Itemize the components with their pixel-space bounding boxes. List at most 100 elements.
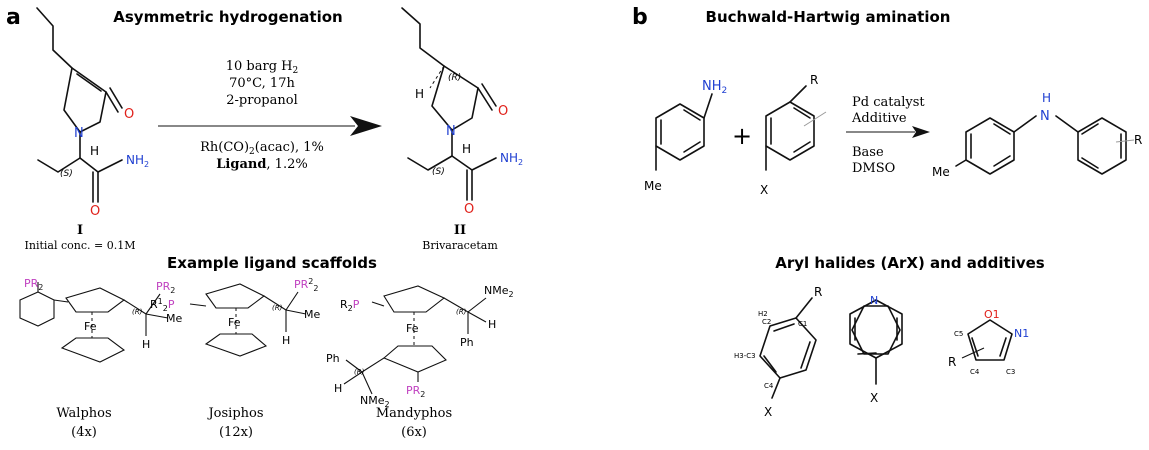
mandyphos-ph1: Ph	[460, 336, 474, 349]
mandyphos-structure	[343, 285, 487, 395]
condition-ligand: Ligand, 1.2%	[216, 157, 307, 172]
aryl-halide-x: X	[760, 183, 768, 197]
josiphos-count: (12x)	[219, 425, 253, 440]
plus-sign: +	[732, 122, 752, 150]
josiphos-name: Josiphos	[206, 406, 263, 421]
product-ring-oxygen: O	[498, 104, 508, 119]
pyridine-nitrogen: N	[870, 294, 878, 307]
walphos-p1: PR2	[24, 277, 43, 292]
panel-b-title: Buchwald-Hartwig amination	[706, 8, 951, 26]
reactant-alpha-hydrogen: H	[90, 144, 99, 158]
isoxazole-oxygen: O1	[984, 308, 1000, 321]
amine-nh2: NH2	[702, 79, 727, 96]
reactant-stereo-label: (S)	[60, 169, 73, 179]
aryl-halide-r: R	[810, 73, 818, 87]
isoxazole-c4: C4	[970, 368, 980, 376]
josiphos-stereo: (R)	[272, 304, 283, 312]
product-b-methyl: Me	[932, 165, 950, 179]
mandyphos-h2: H	[334, 382, 342, 395]
josiphos-p1: R12P	[150, 297, 175, 313]
product-b-nitrogen: N	[1040, 109, 1050, 124]
product-name: Brivaracetam	[422, 239, 498, 252]
arx-c2: C2	[762, 318, 771, 326]
mandyphos-nme2-bottom: NMe2	[360, 394, 390, 409]
isoxazole-c3: C3	[1006, 368, 1015, 376]
josiphos-structure	[189, 283, 307, 357]
walphos-count: (4x)	[71, 425, 97, 440]
josiphos-iron: Fe	[228, 316, 241, 329]
arx-r: R	[814, 285, 822, 299]
josiphos-methyl: Me	[304, 308, 320, 321]
panel-b-letter: b	[632, 5, 648, 30]
diarylamine-structure	[955, 115, 1135, 175]
product-amine: NH2	[500, 151, 523, 167]
product-nitrogen: N	[446, 124, 456, 139]
product-stereo-label: (S)	[432, 167, 445, 177]
mandyphos-stereo2: (R)	[354, 368, 365, 376]
panel-a-title: Asymmetric hydrogenation	[113, 8, 342, 26]
panel-a-letter: a	[6, 5, 21, 30]
walphos-methyl: Me	[166, 312, 182, 325]
condition-additive: Additive	[851, 111, 907, 126]
mandyphos-iron: Fe	[406, 322, 419, 335]
walphos-iron: Fe	[84, 320, 97, 333]
product-II-structure	[401, 7, 497, 201]
mandyphos-name: Mandyphos	[376, 406, 452, 421]
reaction-arrowhead-b	[912, 126, 930, 138]
condition-solvent: 2-propanol	[226, 93, 297, 108]
isoxazole-r: R	[948, 355, 956, 369]
amine-methyl: Me	[644, 179, 662, 193]
product-b-hydrogen: H	[1042, 91, 1051, 105]
mandyphos-stereo1: (R)	[456, 308, 467, 316]
product-ring-stereo: (R)	[448, 73, 461, 83]
product-ring-hydrogen: H	[415, 87, 424, 101]
reactant-amide-oxygen: O	[90, 204, 100, 219]
amine-structure	[655, 93, 713, 171]
mandyphos-p2: PR2	[406, 384, 425, 399]
product-alpha-hydrogen: H	[462, 142, 471, 156]
condition-base: Base	[852, 145, 884, 160]
condition-temperature-time: 70°C, 17h	[229, 76, 295, 91]
product-amide-oxygen: O	[464, 202, 474, 217]
walphos-hydrogen: H	[142, 338, 150, 351]
condition-catalyst: Rh(CO)2(acac), 1%	[200, 140, 324, 157]
arx-c1: C1	[798, 320, 807, 328]
pyridine-x: X	[870, 391, 878, 405]
walphos-name: Walphos	[56, 406, 111, 421]
walphos-stereo: (R)	[132, 308, 143, 316]
arx-c4: C4	[764, 382, 774, 390]
isoxazole-c5: C5	[954, 330, 963, 338]
arx-h2: H2	[758, 310, 768, 318]
reactant-ring-oxygen: O	[124, 107, 134, 122]
reactant-concentration-note: Initial conc. = 0.1M	[25, 239, 136, 252]
condition-pd-catalyst: Pd catalyst	[852, 95, 925, 110]
condition-solvent-dmso: DMSO	[852, 161, 895, 176]
product-b-r: R	[1134, 133, 1142, 147]
mandyphos-h1: H	[488, 318, 496, 331]
product-label: II	[454, 223, 466, 238]
arx-c3: H3-C3	[734, 352, 756, 360]
condition-h2-pressure: 10 barg H2	[226, 59, 299, 76]
walphos-structure	[19, 282, 169, 363]
arx-x: X	[764, 405, 772, 419]
reaction-arrowhead-a	[350, 116, 382, 136]
panel-b-subtitle: Aryl halides (ArX) and additives	[775, 254, 1045, 272]
pyridine-ring	[849, 299, 903, 385]
mandyphos-p1: R2P	[340, 298, 360, 313]
aryl-halide-structure	[765, 85, 827, 171]
reactant-label: I	[77, 223, 83, 238]
mandyphos-ph2: Ph	[326, 352, 340, 365]
ligands-title: Example ligand scaffolds	[167, 254, 377, 272]
isoxazole-nitrogen: N1	[1014, 327, 1029, 340]
reactant-nitrogen: N	[74, 126, 84, 141]
walphos-p2: PR2	[156, 280, 175, 295]
reactant-amine: NH2	[126, 153, 149, 169]
arx-structure	[759, 297, 817, 399]
mandyphos-nme2-top: NMe2	[484, 284, 514, 299]
reactant-I-structure	[36, 7, 123, 203]
mandyphos-count: (6x)	[401, 425, 427, 440]
isoxazole-structure	[961, 319, 1013, 361]
josiphos-p2: PR22	[294, 277, 318, 293]
josiphos-hydrogen: H	[282, 334, 290, 347]
